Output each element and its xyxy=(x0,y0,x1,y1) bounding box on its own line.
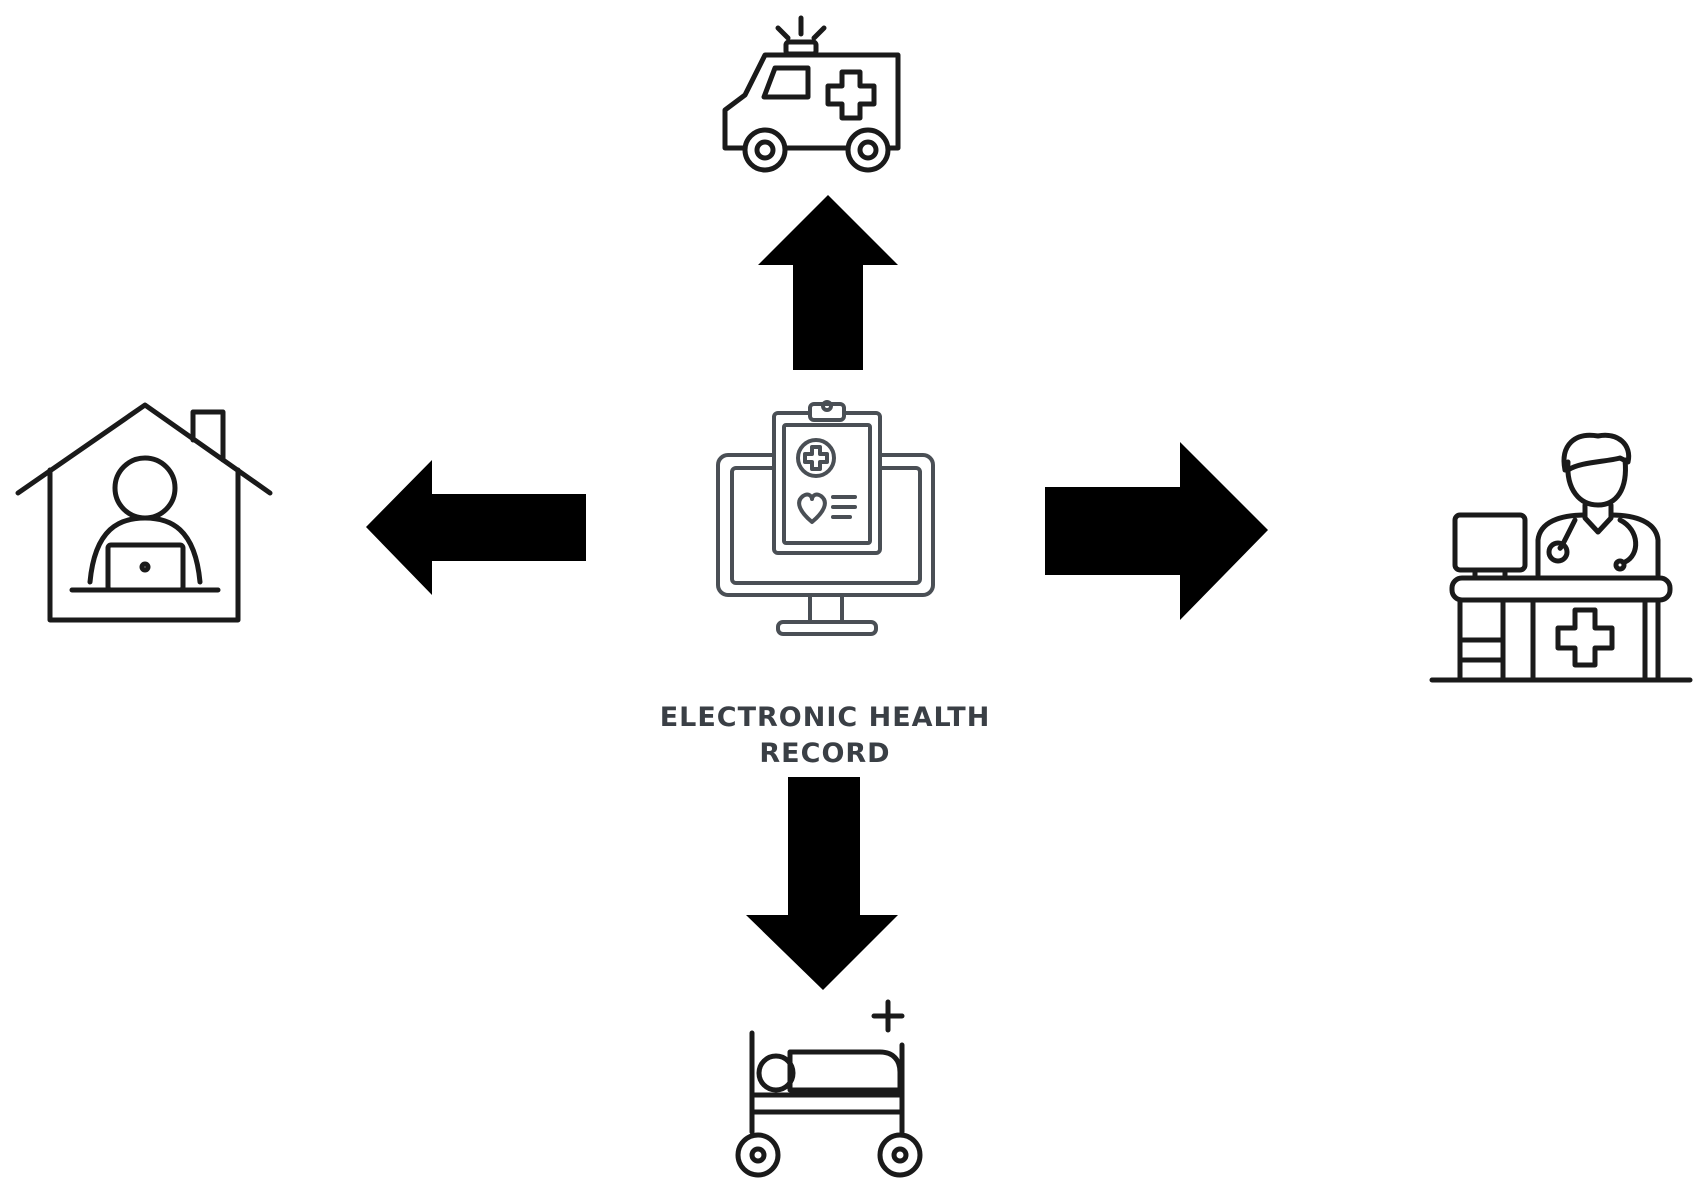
ambulance-icon xyxy=(722,15,901,173)
ehr-label: ELECTRONIC HEALTH RECORD xyxy=(620,700,1030,772)
home-telehealth-icon xyxy=(15,402,273,623)
arrow-right xyxy=(1045,442,1268,620)
ehr-label-line1: ELECTRONIC HEALTH xyxy=(659,702,991,733)
hospital-bed-icon xyxy=(735,999,923,1178)
ehr-monitor-clipboard-icon xyxy=(716,400,935,636)
doctor-at-desk-icon xyxy=(1429,432,1693,683)
ehr-label-line2: RECORD xyxy=(759,738,891,769)
arrow-left xyxy=(366,460,586,595)
arrow-up xyxy=(758,195,898,370)
arrow-down xyxy=(746,777,898,990)
